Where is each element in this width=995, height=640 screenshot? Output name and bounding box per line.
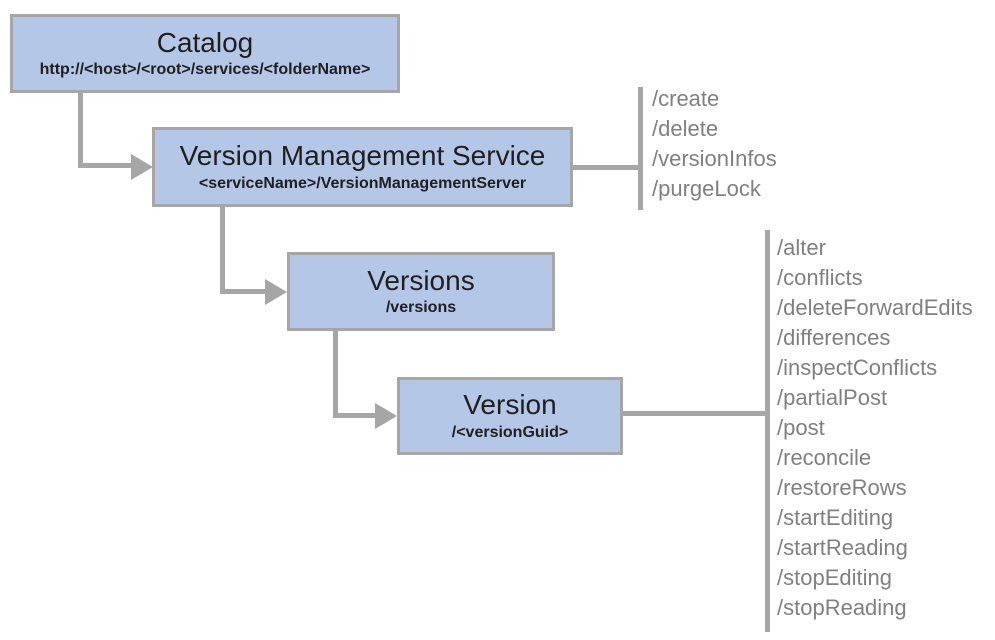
- operation-item: /restoreRows: [777, 475, 907, 500]
- operation-item: /stopEditing: [777, 565, 892, 590]
- operation-item: /differences: [777, 325, 891, 350]
- node-subtitle: http://<host>/<root>/services/<folderNam…: [39, 61, 371, 79]
- connector-version-operations: [623, 411, 765, 416]
- operations-bracket-bar: [765, 230, 770, 632]
- operation-item: /partialPost: [777, 385, 888, 410]
- operation-item: /deleteForwardEdits: [777, 295, 973, 320]
- node-subtitle: /<versionGuid>: [451, 423, 569, 441]
- operation-item: /inspectConflicts: [777, 355, 938, 380]
- operation-item: /versionInfos: [652, 146, 777, 171]
- node-version: Version /<versionGuid>: [397, 377, 623, 455]
- operation-item: /startReading: [777, 535, 908, 560]
- operation-item: /purgeLock: [652, 176, 761, 201]
- operation-item: /alter: [777, 235, 826, 260]
- node-title: Version Management Service: [179, 140, 546, 171]
- operation-item: /post: [777, 415, 825, 440]
- connector-versions-version-horizontal: [333, 413, 376, 418]
- node-subtitle: <serviceName>/VersionManagementServer: [198, 174, 527, 192]
- arrowhead-icon: [131, 154, 153, 180]
- arrowhead-icon: [265, 279, 287, 305]
- node-title: Catalog: [156, 26, 254, 58]
- connector-versions-version-vertical: [333, 330, 338, 416]
- operation-item: /delete: [652, 116, 719, 141]
- operation-item: /reconcile: [777, 445, 872, 470]
- connector-vms-versions-vertical: [220, 206, 225, 292]
- connector-vms-versions-horizontal: [220, 289, 266, 294]
- node-title: Versions: [367, 264, 475, 296]
- node-version-management-service: Version Management Service <serviceName>…: [152, 127, 573, 207]
- operations-bracket-bar: [638, 87, 643, 210]
- operation-item: /stopReading: [777, 595, 907, 620]
- arrowhead-icon: [375, 403, 397, 429]
- connector-catalog-vms-vertical: [78, 92, 83, 168]
- node-versions: Versions /versions: [287, 252, 555, 331]
- connector-catalog-vms-horizontal: [78, 163, 132, 168]
- version-operations-list: /alter /conflicts /deleteForwardEdits /d…: [777, 233, 973, 623]
- node-subtitle: /versions: [385, 299, 457, 317]
- operation-item: /conflicts: [777, 265, 863, 290]
- connector-vms-operations: [573, 165, 638, 170]
- operation-item: /startEditing: [777, 505, 894, 530]
- operation-item: /create: [652, 86, 720, 111]
- node-catalog: Catalog http://<host>/<root>/services/<f…: [10, 14, 400, 93]
- vms-operations-list: /create /delete /versionInfos /purgeLock: [652, 84, 777, 204]
- node-title: Version: [463, 389, 557, 420]
